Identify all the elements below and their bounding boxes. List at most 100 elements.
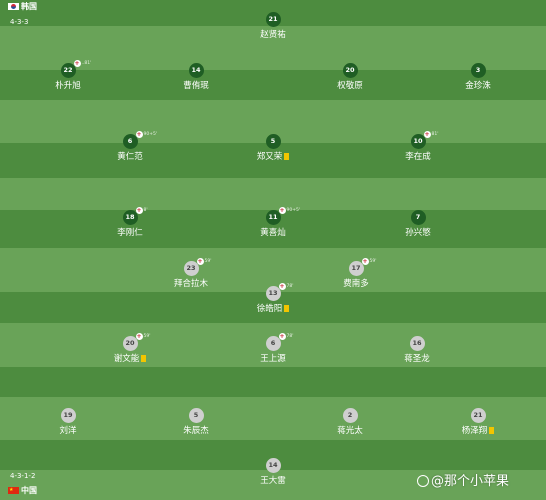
substitution-icon: + [135, 207, 143, 214]
player-number-badge: 16 [409, 336, 425, 351]
player-name-row: 李刚仁 [70, 228, 190, 238]
pitch-stripe [0, 470, 546, 500]
player-marker[interactable]: 20+59' 谢文能 [70, 333, 190, 364]
substitution-icon: + [135, 131, 143, 138]
player-number-badge: 11+90+5' [265, 207, 300, 225]
player-number: 2 [347, 411, 353, 419]
pitch-stripe [0, 248, 546, 292]
player-marker[interactable]: 2 蒋光太 [290, 408, 410, 436]
player-name-row: 黄仁范 [70, 152, 190, 162]
player-name-row: 李在成 [358, 152, 478, 162]
player-marker[interactable]: 6+78'王上源 [213, 333, 333, 364]
player-number: 20 [125, 339, 135, 347]
player-number: 5 [270, 137, 276, 145]
player-number: 21 [473, 411, 483, 419]
player-name-row: 蒋圣龙 [357, 354, 477, 364]
substitution-time: 78' [286, 284, 294, 289]
player-name-row: 曹侑珉 [136, 81, 256, 91]
player-number: 11 [268, 213, 278, 221]
player-name: 杨泽翔 [461, 426, 488, 436]
player-name-row: 费南多 [296, 279, 416, 289]
yellow-card-icon [489, 427, 495, 434]
player-name: 黄喜灿 [260, 228, 286, 238]
pitch-stripe [0, 397, 546, 440]
player-name-row: 朴升旭 [8, 81, 128, 91]
player-marker[interactable]: 17+59' 费南多 [296, 258, 416, 289]
bottom-team-formation: 4-3-1-2 [10, 472, 36, 480]
substitution-icon: + [278, 333, 286, 340]
china-flag-icon [8, 485, 19, 495]
player-name: 王上源 [260, 354, 286, 364]
player-number: 14 [268, 461, 278, 469]
player-name: 黄仁范 [117, 152, 143, 162]
player-marker[interactable]: 14 曹侑珉 [136, 63, 256, 91]
player-number: 21 [268, 15, 278, 23]
player-number-badge: 20 [342, 63, 358, 78]
player-number: 10 [413, 137, 423, 145]
player-name-row: 杨泽翔 [418, 426, 538, 436]
player-marker[interactable]: 21 杨泽翔 [418, 408, 538, 436]
yellow-card-icon [141, 355, 147, 362]
player-marker[interactable]: 16 蒋圣龙 [357, 336, 477, 364]
substitution-time: 81' [431, 132, 439, 137]
player-marker[interactable]: 18+8' 李刚仁 [70, 207, 190, 238]
player-number-badge: 22+..81' [60, 60, 91, 78]
player-name-row: 谢文能 [70, 354, 190, 364]
pitch-stripe [0, 26, 546, 70]
player-marker[interactable]: 7 孙兴慜 [358, 210, 478, 238]
substitution-time: 59' [369, 259, 377, 264]
player-marker[interactable]: 23+59' 拜合拉木 [131, 258, 251, 289]
substitution-time: 8' [143, 208, 148, 213]
player-number-badge: 20+59' [122, 333, 150, 351]
player-number-badge: 19 [60, 408, 76, 423]
player-name-row: 拜合拉木 [131, 279, 251, 289]
player-name-row: 朱辰杰 [136, 426, 256, 436]
player-marker[interactable]: 22+..81' 朴升旭 [8, 60, 128, 91]
player-number-badge: 23+59' [183, 258, 211, 276]
player-name: 刘洋 [59, 426, 77, 436]
player-marker[interactable]: 19 刘洋 [8, 408, 128, 436]
substitution-time: ..81' [81, 61, 92, 66]
player-name: 李刚仁 [117, 228, 143, 238]
player-number: 20 [345, 66, 355, 74]
top-team-formation: 4-3-3 [10, 18, 29, 26]
player-marker[interactable]: 6+90+5' 黄仁范 [70, 131, 190, 162]
player-name: 拜合拉木 [173, 279, 208, 289]
player-name: 金珍洙 [465, 81, 491, 91]
substitution-icon: + [278, 283, 286, 290]
yellow-card-icon [284, 153, 290, 160]
player-number: 23 [186, 264, 196, 272]
pitch-stripe [0, 367, 546, 397]
player-marker[interactable]: 10+81'李在成 [358, 131, 478, 162]
watermark: @那个小苹果 [417, 470, 509, 489]
player-number: 17 [351, 264, 361, 272]
player-marker[interactable]: 11+90+5' 黄喜灿 [213, 207, 333, 238]
player-marker[interactable]: 13+78'徐皓阳 [213, 283, 333, 314]
player-name-row: 孙兴慜 [358, 228, 478, 238]
player-number: 6 [127, 137, 133, 145]
player-number-badge: 2 [342, 408, 358, 423]
player-number-badge: 6+90+5' [122, 131, 157, 149]
bottom-team-label: 中国 [8, 485, 37, 496]
player-name: 蒋光太 [337, 426, 363, 436]
player-number: 18 [125, 213, 135, 221]
player-number-badge: 14 [188, 63, 204, 78]
korea-flag-icon [8, 3, 19, 10]
player-number: 6 [270, 339, 276, 347]
player-name: 曹侑珉 [183, 81, 209, 91]
player-number-badge: 7 [410, 210, 426, 225]
substitution-icon: + [361, 258, 369, 265]
substitution-time: 59' [204, 259, 212, 264]
player-name: 费南多 [343, 279, 369, 289]
pitch-stripe [0, 70, 546, 100]
top-team-name: 韩国 [21, 2, 37, 11]
player-number: 7 [415, 213, 421, 221]
top-team-label: 韩国 [8, 2, 37, 12]
